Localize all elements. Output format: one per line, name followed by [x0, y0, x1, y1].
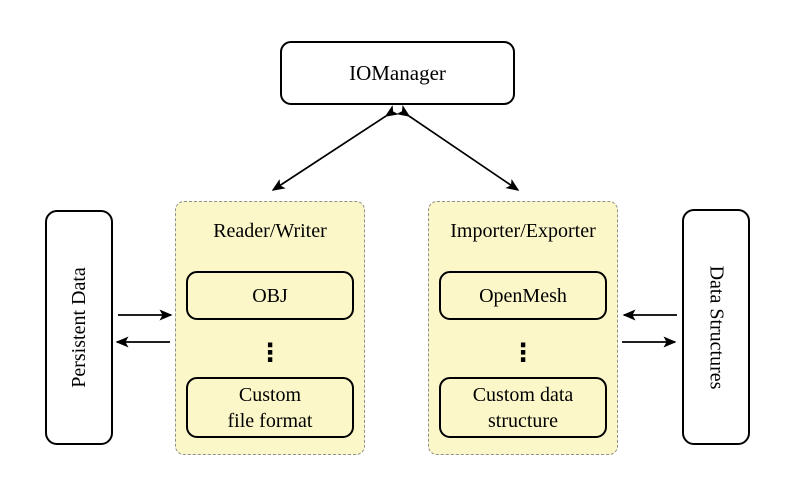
reader-writer-title: Reader/Writer [213, 220, 327, 242]
iomanager-label: IOManager [349, 60, 446, 85]
arrow-iomanager-importerexporter [396, 104, 520, 191]
openmesh-label: OpenMesh [479, 284, 567, 307]
reader-writer-group: Reader/Writer OBJ ⋮ Custom file format [175, 201, 365, 455]
data-structures-box: Data Structures [682, 209, 750, 445]
reader-writer-ellipsis: ⋮ [257, 337, 283, 367]
openmesh-box: OpenMesh [439, 271, 607, 320]
importer-exporter-ellipsis: ⋮ [510, 337, 536, 367]
persistent-data-box: Persistent Data [45, 210, 113, 445]
custom-data-structure-box: Custom data structure [439, 377, 607, 438]
custom-file-format-line2: file format [227, 409, 313, 432]
custom-data-structure-line2: structure [488, 409, 558, 432]
data-structures-label: Data Structures [705, 265, 728, 389]
iomanager-box: IOManager [280, 41, 515, 105]
obj-box: OBJ [186, 271, 354, 320]
persistent-data-label: Persistent Data [67, 267, 90, 388]
arrow-iomanager-readerwriter [271, 105, 399, 191]
importer-exporter-group: Importer/Exporter OpenMesh ⋮ Custom data… [428, 201, 618, 455]
importer-exporter-title: Importer/Exporter [450, 220, 596, 242]
obj-label: OBJ [252, 284, 288, 307]
custom-data-structure-line1: Custom data [472, 383, 574, 406]
custom-file-format-line1: Custom [238, 383, 302, 406]
custom-file-format-box: Custom file format [186, 377, 354, 438]
